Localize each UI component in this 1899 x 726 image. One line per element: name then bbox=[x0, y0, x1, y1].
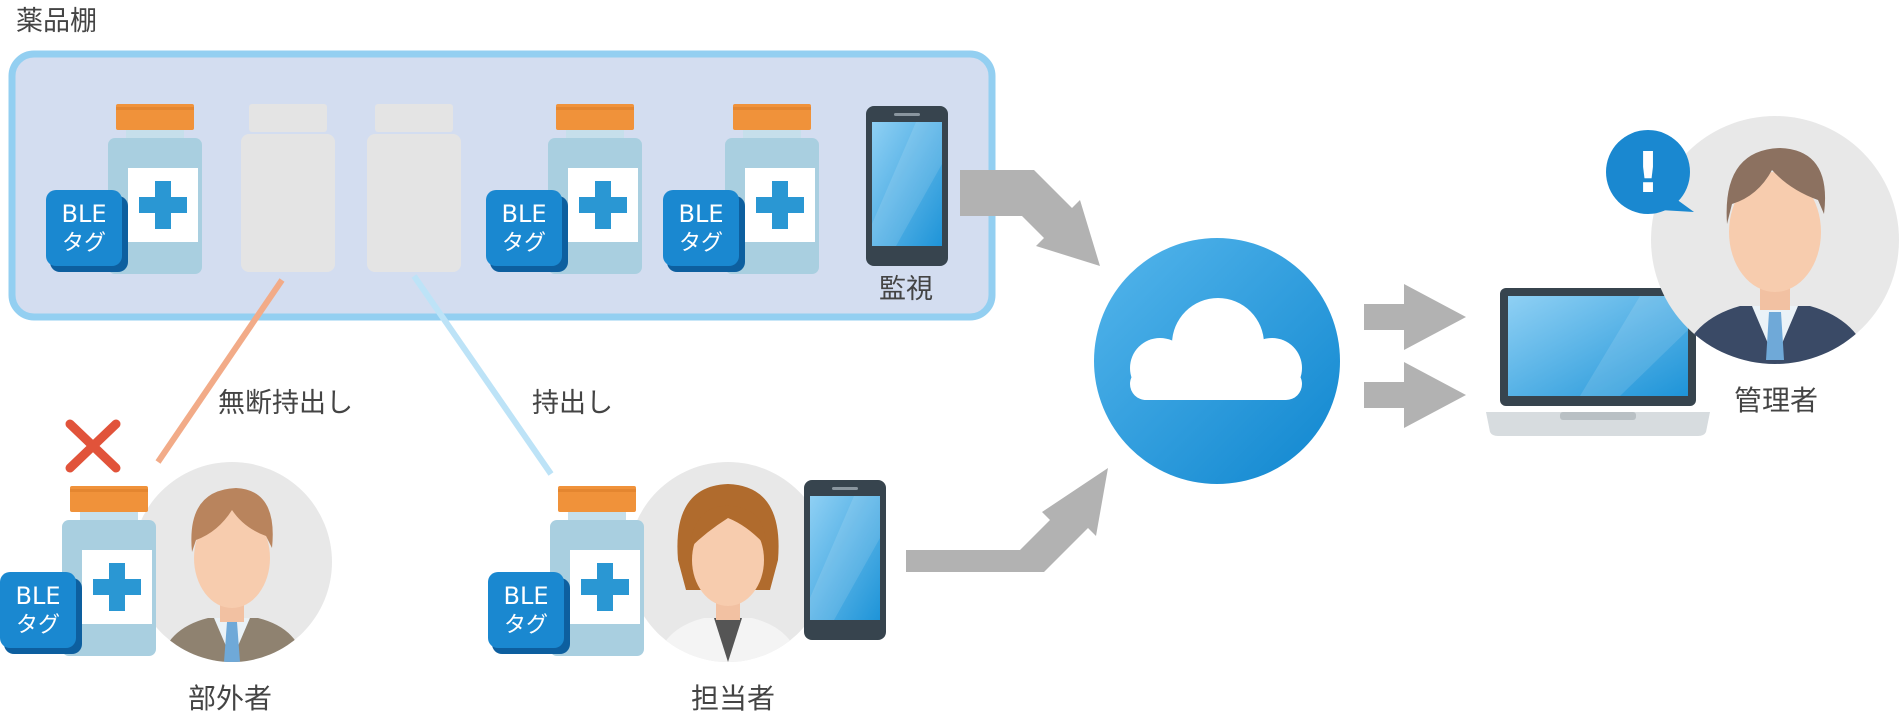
ble-tag-line1: BLE bbox=[502, 200, 547, 228]
ble-tag-line2: タグ bbox=[679, 231, 723, 256]
arrow-staff-to-cloud-icon bbox=[906, 468, 1108, 572]
staff-bottle-tagged: BLE タグ bbox=[488, 486, 644, 656]
ble-tag: BLE タグ bbox=[486, 190, 568, 272]
ble-tag-line1: BLE bbox=[679, 200, 724, 228]
outsider-avatar bbox=[132, 462, 332, 662]
arrow-shelf-to-cloud-icon bbox=[960, 170, 1100, 266]
outsider-label: 部外者 bbox=[188, 682, 272, 715]
admin-label: 管理者 bbox=[1734, 384, 1818, 417]
ble-tag: BLE タグ bbox=[488, 572, 570, 654]
alert-symbol: ! bbox=[1635, 141, 1661, 206]
alert-bubble-icon: ! bbox=[1606, 130, 1694, 214]
denied-x-icon bbox=[65, 419, 121, 473]
staff-avatar bbox=[628, 462, 828, 662]
monitor-label: 監視 bbox=[879, 274, 933, 305]
ble-tag-line2: タグ bbox=[62, 231, 106, 256]
ble-tag-line2: タグ bbox=[502, 231, 546, 256]
unauthorized-removal-line bbox=[155, 278, 285, 464]
cloud-server-icon bbox=[1094, 238, 1340, 484]
ble-tag: BLE タグ bbox=[663, 190, 745, 272]
ble-tag-line1: BLE bbox=[504, 582, 549, 610]
shelf-bottle-tagged-1: BLE タグ bbox=[46, 104, 202, 274]
admin-avatar bbox=[1651, 116, 1899, 364]
staff-label: 担当者 bbox=[691, 682, 775, 715]
shelf-title: 薬品棚 bbox=[16, 6, 97, 37]
authorized-removal-line bbox=[411, 274, 554, 476]
authorized-removal-label: 持出し bbox=[532, 388, 613, 419]
arrow-cloud-to-laptop-bottom-icon bbox=[1364, 362, 1466, 428]
admin-laptop-icon bbox=[1486, 288, 1710, 436]
ble-tag-line1: BLE bbox=[62, 200, 107, 228]
ble-tag-line2: タグ bbox=[16, 613, 60, 638]
ble-tag-line2: タグ bbox=[504, 613, 548, 638]
unauthorized-removal-label: 無断持出し bbox=[218, 388, 353, 419]
staff-smartphone-icon bbox=[804, 480, 886, 640]
shelf-bottle-tagged-3: BLE タグ bbox=[663, 104, 819, 274]
shelf-bottle-tagged-2: BLE タグ bbox=[486, 104, 642, 274]
outsider-bottle-tagged: BLE タグ bbox=[0, 486, 156, 656]
ble-tag: BLE タグ bbox=[0, 572, 82, 654]
monitor-smartphone-icon bbox=[866, 106, 948, 266]
empty-bottle-slot-1 bbox=[241, 104, 335, 272]
ble-tag: BLE タグ bbox=[46, 190, 128, 272]
ble-tag-line1: BLE bbox=[16, 582, 61, 610]
arrow-cloud-to-laptop-top-icon bbox=[1364, 284, 1466, 350]
empty-bottle-slot-2 bbox=[367, 104, 461, 272]
